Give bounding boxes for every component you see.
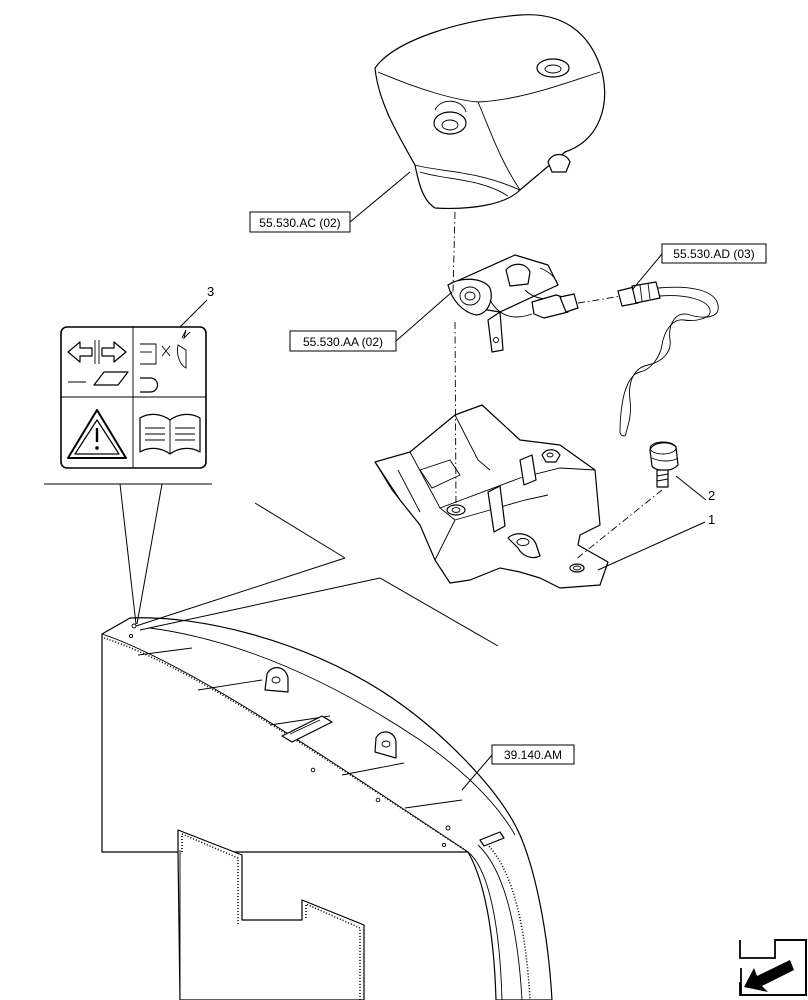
camera-assembly <box>447 254 579 353</box>
harness <box>577 281 719 437</box>
ref-label-camera-text: 55.530.AA (02) <box>303 335 383 349</box>
bracket <box>374 404 609 589</box>
callout-bracket-number: 1 <box>708 512 715 527</box>
fender <box>101 617 553 1000</box>
projection-lines <box>44 483 499 647</box>
ref-label-cover[interactable]: 55.530.AC (02) <box>249 171 411 233</box>
camera-cover <box>374 14 606 209</box>
ref-label-camera[interactable]: 55.530.AA (02) <box>289 291 453 352</box>
ref-label-harness[interactable]: 55.530.AD (03) <box>631 243 767 291</box>
centre-lines <box>452 211 663 561</box>
warning-triangle-icon <box>67 409 127 459</box>
ref-label-harness-text: 55.530.AD (03) <box>673 247 754 261</box>
manual-book-icon <box>139 413 201 455</box>
callout-bracket[interactable]: 1 <box>597 512 715 571</box>
callout-bolt[interactable]: 2 <box>675 475 715 503</box>
callout-label-number: 3 <box>207 284 214 299</box>
lift-icon <box>140 329 191 393</box>
ref-label-fender-text: 39.140.AM <box>504 748 562 762</box>
callout-bolt-number: 2 <box>708 488 715 503</box>
warning-decal <box>60 326 207 469</box>
callout-label[interactable]: 3 <box>179 284 214 328</box>
arrows-icon <box>67 340 129 386</box>
ref-label-cover-text: 55.530.AC (02) <box>259 216 340 230</box>
ref-label-fender[interactable]: 39.140.AM <box>461 744 575 791</box>
bolt <box>649 441 679 488</box>
page-arrow-icon[interactable] <box>739 939 807 996</box>
